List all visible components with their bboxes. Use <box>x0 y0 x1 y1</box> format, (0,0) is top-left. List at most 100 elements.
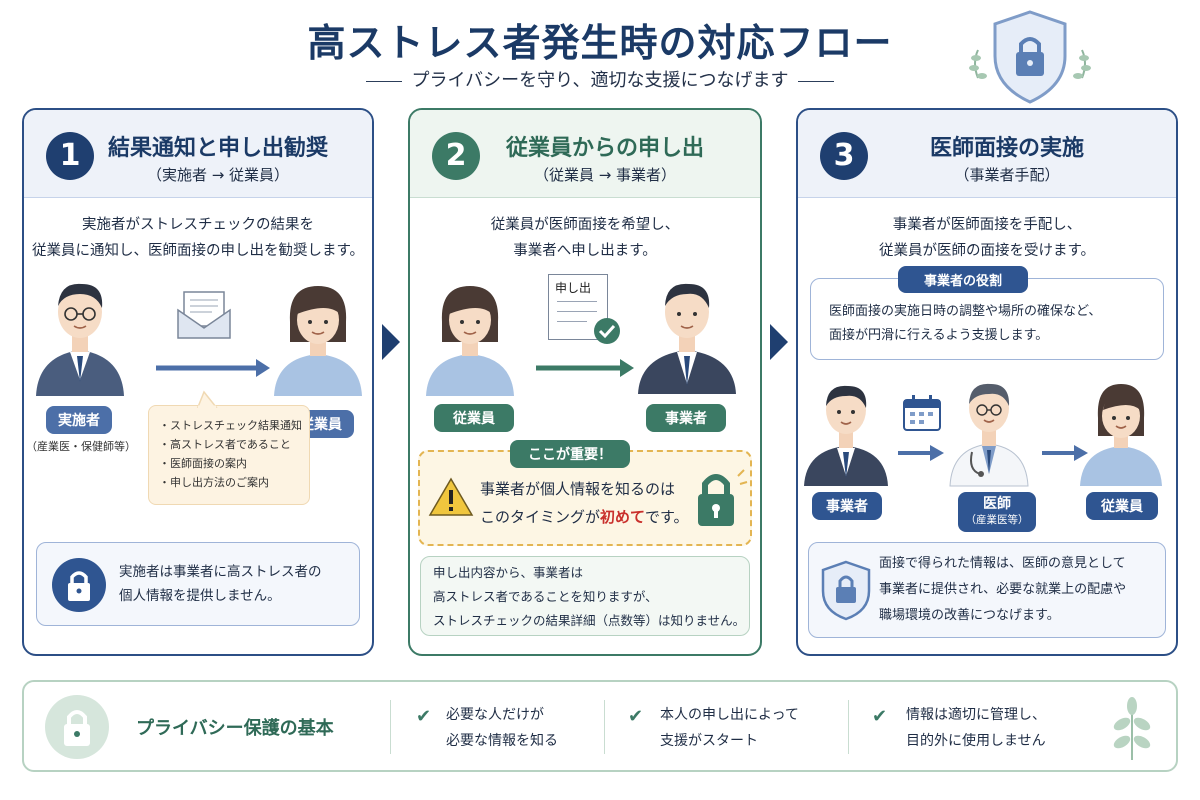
basic-item-2-line-1: 本人の申し出によって <box>660 707 799 723</box>
calendar-icon <box>903 395 941 431</box>
step1-info-box: 実施者は事業者に高ストレス者の 個人情報を提供しません。 <box>36 542 360 626</box>
check-badge-icon <box>594 318 620 344</box>
employee-figure <box>1080 384 1162 486</box>
step3-number: 3 <box>820 132 868 180</box>
doctor-tag-label: 医師 <box>983 496 1011 512</box>
doc-line <box>557 311 597 312</box>
step1-subtitle: （実施者 → 従業員） <box>146 166 290 184</box>
privacy-basics-title: プライバシー保護の基本 <box>136 718 334 739</box>
warning-text-a: このタイミングが <box>480 508 601 526</box>
step2-number: 2 <box>432 132 480 180</box>
check-icon: ✔ <box>628 706 644 727</box>
check-icon: ✔ <box>416 706 432 727</box>
doc-line <box>557 301 597 302</box>
lock-icon <box>52 558 106 612</box>
employee-tag-2: 従業員 <box>434 404 514 432</box>
employer-role-label: 事業者の役割 <box>898 266 1028 293</box>
shield-lock-icon <box>821 560 871 621</box>
step1-desc-2: 従業員に通知し、医師面接の申し出を勧奨します。 <box>31 243 365 259</box>
subtitle-line-left <box>365 80 402 82</box>
subtitle-line-right <box>798 80 835 82</box>
lock-icon <box>45 695 109 759</box>
arrow-right-icon <box>156 359 270 377</box>
step2-info-line-2: 高ストレス者であることを知りますが、 <box>433 589 658 604</box>
privacy-basics-bar: プライバシー保護の基本 ✔ 必要な人だけが 必要な情報を知る ✔ 本人の申し出に… <box>22 680 1178 772</box>
step1-info-line-2: 個人情報を提供しません。 <box>119 588 281 604</box>
employer-tag-2: 事業者 <box>646 404 726 432</box>
lock-icon <box>698 469 748 526</box>
step1-desc-1: 実施者がストレスチェックの結果を <box>82 217 314 233</box>
notification-callout: ・ストレスチェック結果通知 ・高ストレス者であること ・医師面接の案内 ・申し出… <box>148 405 310 505</box>
step3-desc-2: 従業員が医師の面接を受けます。 <box>878 243 1096 259</box>
step1-info-line-1: 実施者は事業者に高ストレス者の <box>119 564 322 580</box>
employer-figure <box>804 385 888 486</box>
doctor-tag: 医師 （産業医等） <box>958 492 1036 532</box>
doctor-tag-sub: （産業医等） <box>965 514 1029 526</box>
step2-info-line-1: 申し出内容から、事業者は <box>433 565 584 580</box>
step2-title: 従業員からの申し出 <box>505 136 704 161</box>
divider <box>604 700 605 754</box>
warning-line-1: 事業者が個人情報を知るのは <box>480 480 676 498</box>
page-subtitle: プライバシーを守り、適切な支援につなげます <box>0 66 1200 92</box>
leaf-icon <box>1113 697 1151 760</box>
step3-header: 3 医師面接の実施 （事業者手配） <box>798 110 1176 198</box>
callout-item: ・申し出方法のご案内 <box>159 476 269 489</box>
step2-subtitle: （従業員 → 事業者） <box>533 166 677 184</box>
subtitle-text: プライバシーを守り、適切な支援につなげます <box>411 70 789 91</box>
employee-figure <box>274 286 362 396</box>
shield-lock-icon <box>969 10 1091 104</box>
step3-subtitle: （事業者手配） <box>954 166 1060 184</box>
arrow-right-icon <box>1042 445 1088 461</box>
step2-header: 2 従業員からの申し出 （従業員 → 事業者） <box>410 110 760 198</box>
divider <box>390 700 391 754</box>
employer-tag-3: 事業者 <box>812 492 882 520</box>
step2-desc-2: 事業者へ申し出ます。 <box>513 243 657 259</box>
employee-tag-3: 従業員 <box>1086 492 1158 520</box>
step3-info-line-2: 事業者に提供され、必要な就業上の配慮や <box>879 582 1127 597</box>
envelope-icon <box>177 291 231 339</box>
callout-item: ・ストレスチェック結果通知 <box>159 419 302 432</box>
step1-header: 1 結果通知と申し出勧奨 （実施者 → 従業員） <box>24 110 372 198</box>
doc-line <box>557 321 587 322</box>
role-line-2: 面接が円滑に行えるよう支援します。 <box>829 328 1049 343</box>
step3-title: 医師面接の実施 <box>929 136 1084 161</box>
important-label: ここが重要！ <box>510 440 630 468</box>
step3-info-line-1: 面接で得られた情報は、医師の意見として <box>879 556 1126 571</box>
callout-item: ・高ストレス者であること <box>159 438 291 451</box>
warning-text-c: です。 <box>645 508 689 526</box>
warning-line-2: このタイミングが初めてです。 <box>480 506 689 527</box>
chevron-right-icon <box>382 324 400 360</box>
basic-item-1-line-2: 必要な情報を知る <box>446 733 558 749</box>
practitioner-tag: 実施者 <box>46 406 112 434</box>
step1-title: 結果通知と申し出勧奨 <box>107 136 328 161</box>
step2-info-line-3: ストレスチェックの結果詳細（点数等）は知りません。 <box>433 613 746 628</box>
basic-item-2-line-2: 支援がスタート <box>660 733 758 749</box>
basic-item-3-line-2: 目的外に使用しません <box>906 733 1046 749</box>
step1-number: 1 <box>46 132 94 180</box>
check-icon: ✔ <box>872 706 888 727</box>
doctor-figure <box>949 383 1029 487</box>
application-doc-label: 申し出 <box>555 281 592 295</box>
step3-desc-1: 事業者が医師面接を手配し、 <box>892 217 1082 233</box>
role-line-1: 医師面接の実施日時の調整や場所の確保など、 <box>829 304 1102 319</box>
step3-info-box: 面接で得られた情報は、医師の意見として 事業者に提供され、必要な就業上の配慮や … <box>808 542 1166 638</box>
callout-item: ・医師面接の案内 <box>159 457 247 470</box>
arrow-right-icon <box>536 359 634 377</box>
divider <box>848 700 849 754</box>
chevron-right-icon <box>770 324 788 360</box>
employee-figure <box>426 286 514 396</box>
page-title: 高ストレス者発生時の対応フロー <box>307 21 893 65</box>
warning-icon <box>428 477 474 516</box>
step3-info-line-3: 職場環境の改善につなげます。 <box>879 608 1060 623</box>
practitioner-figure <box>36 283 124 396</box>
basic-item-3-line-1: 情報は適切に管理し、 <box>906 707 1046 723</box>
warning-emphasis: 初めて <box>600 508 646 526</box>
callout-pointer <box>196 390 218 408</box>
important-warning-box: 事業者が個人情報を知るのは このタイミングが初めてです。 <box>418 450 752 546</box>
step2-info-box: 申し出内容から、事業者は 高ストレス者であることを知りますが、 ストレスチェック… <box>420 556 750 636</box>
basic-item-1-line-1: 必要な人だけが <box>446 707 544 723</box>
practitioner-note: （産業医・保健師等） <box>26 440 136 453</box>
employer-figure <box>638 283 736 394</box>
step2-desc-1: 従業員が医師面接を希望し、 <box>490 217 680 233</box>
arrow-right-icon <box>898 445 944 461</box>
